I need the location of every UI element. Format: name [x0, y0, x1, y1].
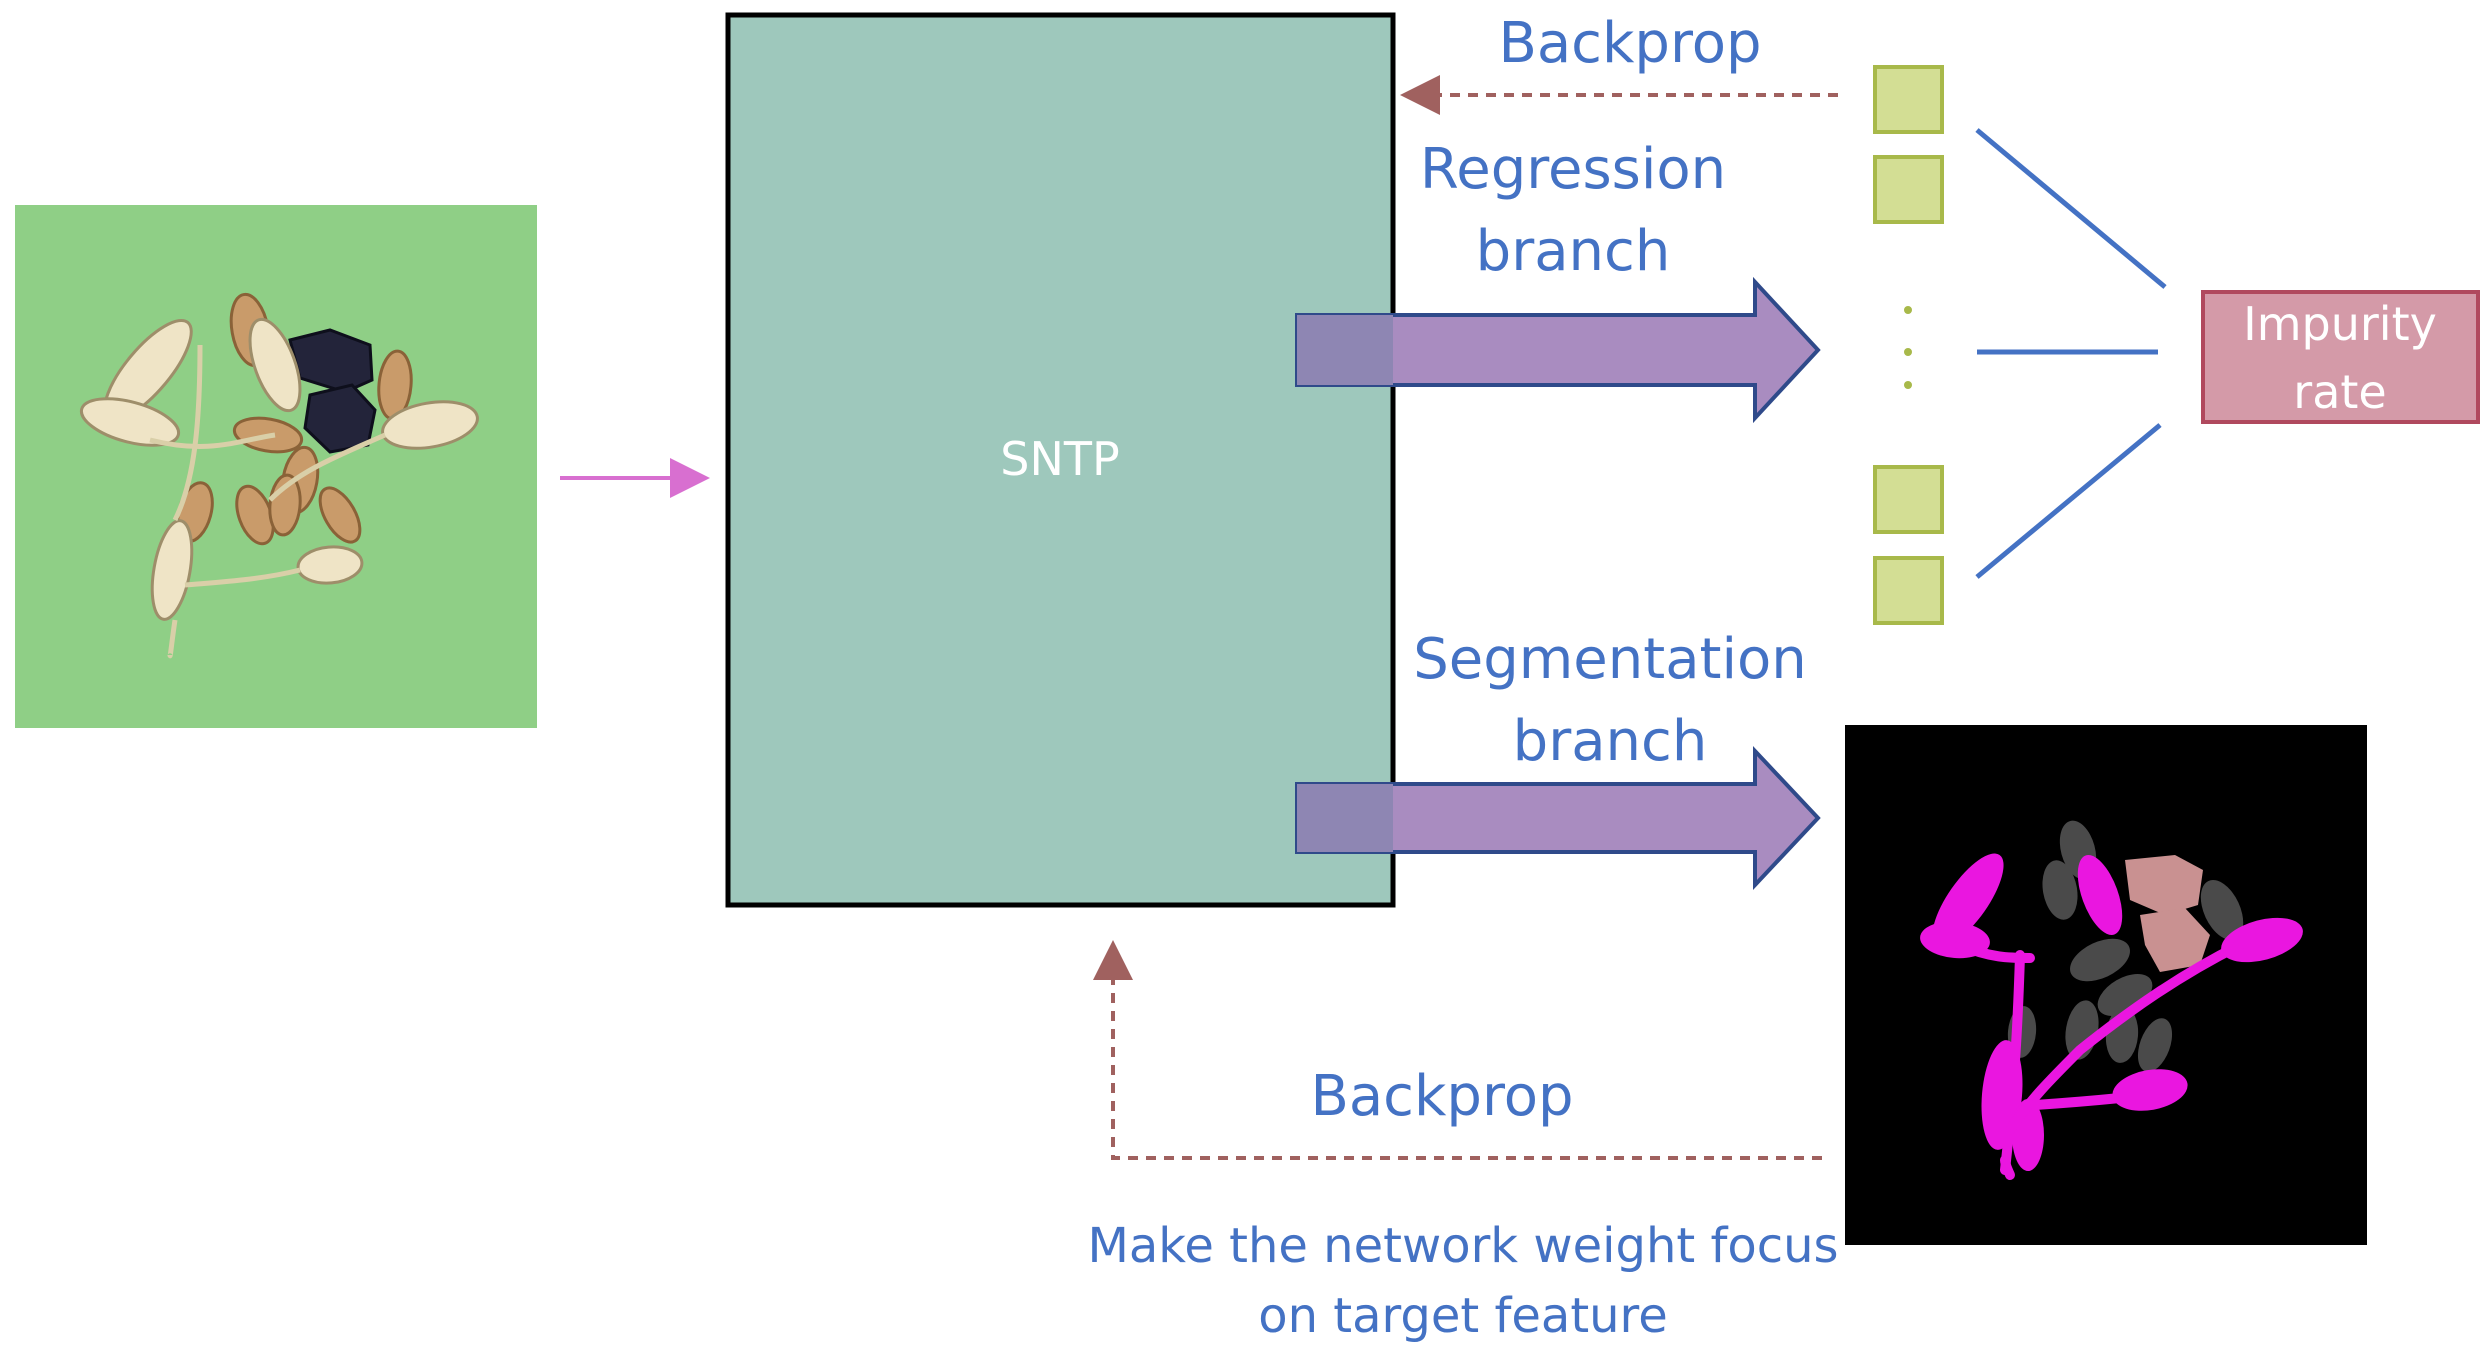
feature-box — [1873, 465, 1944, 534]
segmentation-mask — [1845, 725, 2367, 1245]
feature-vector — [1873, 65, 1944, 625]
impurity-label-line2: rate — [2293, 365, 2386, 419]
regression-arrow-overlap — [1297, 315, 1393, 385]
feature-box — [1873, 556, 1944, 625]
segmentation-label-line1: Segmentation — [1413, 627, 1807, 692]
segmentation-arrow-overlap — [1297, 784, 1393, 852]
note-line1: Make the network weight focus — [1087, 1218, 1838, 1274]
feature-box — [1873, 155, 1944, 224]
backprop-top-label: Backprop — [1498, 11, 1761, 76]
mask-stem-group — [1955, 940, 2245, 1180]
note-line2: on target feature — [1258, 1288, 1668, 1344]
seed-pod-group — [79, 317, 479, 621]
input-image — [15, 205, 537, 728]
model-block: SNTP — [725, 12, 1396, 908]
backprop-bottom-label: Backprop — [1310, 1064, 1573, 1129]
stem-group — [149, 344, 387, 659]
impurity-rate-output: Impurity rate — [2201, 290, 2480, 424]
aggregation-lines — [1975, 128, 2167, 579]
model-label: SNTP — [1000, 432, 1119, 486]
dark-impurity-group — [288, 328, 377, 454]
impurity-label-line1: Impurity — [2243, 297, 2437, 351]
feature-box — [1873, 65, 1944, 134]
regression-label-line1: Regression — [1420, 137, 1726, 202]
mask-impurity-group — [2125, 855, 2210, 972]
regression-label-line2: branch — [1476, 219, 1671, 284]
ellipsis-dots — [1904, 306, 1912, 389]
backprop-bottom-path — [1093, 940, 1822, 1160]
segmentation-label-line2: branch — [1513, 709, 1708, 774]
